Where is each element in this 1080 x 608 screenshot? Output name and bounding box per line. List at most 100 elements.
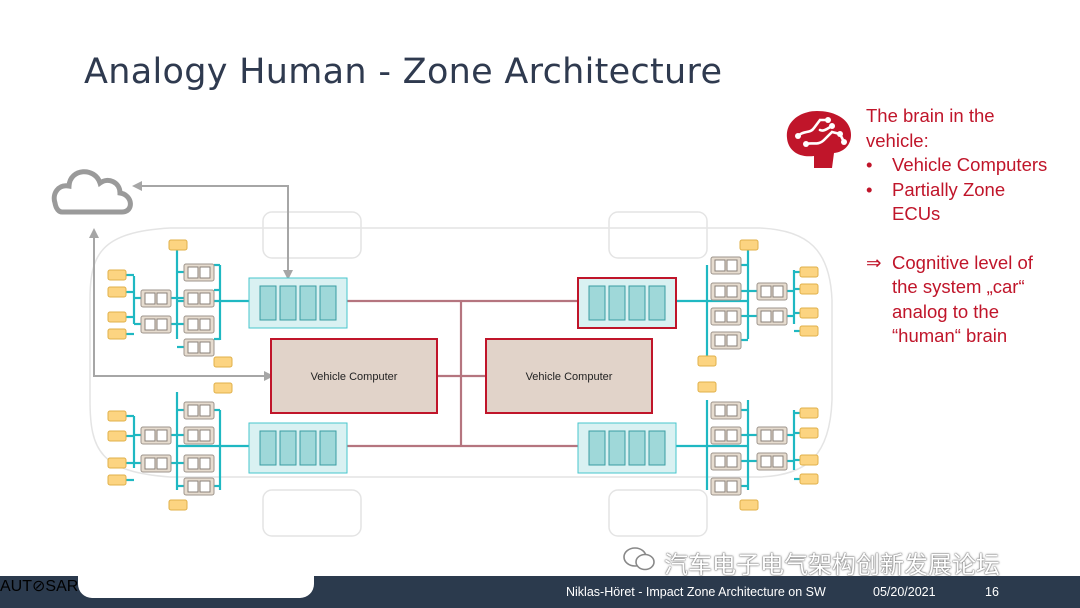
implication-line: Cognitive level of [892,251,1033,273]
sensor [213,356,233,368]
callout-line: vehicle: [866,129,929,151]
sensor [168,239,188,251]
ecu [710,426,742,445]
implication-line: “human“ brain [892,325,1008,346]
zone-module [648,430,666,466]
ecu [710,256,742,275]
ecu [710,282,742,301]
callout-line: The brain in the [866,105,995,126]
sensor [799,266,819,278]
ecu [183,477,215,496]
autosar-logo: AUT⊘SAR [0,578,79,595]
vehicle-computer-label: Vehicle Computer [526,371,613,383]
zone-module [299,430,317,466]
bullet-dot: • [866,178,873,200]
sensor [168,499,188,511]
implies-arrow-icon: ⇒ [866,251,882,273]
ecu [756,426,788,445]
zone-module [608,285,626,321]
cloud-icon [51,169,133,215]
bullet-dot: • [866,154,873,175]
bullet-text: ECUs [892,203,941,224]
ecu [140,315,172,334]
zone-module [588,285,606,321]
zone-module [279,430,297,466]
vehicle-computer-label: Vehicle Computer [311,371,398,383]
implication-line: analog to the [892,300,999,322]
zone-module [299,285,317,321]
vehicle-computer [485,338,653,414]
footer-author-talk: Niklas-Höret - Impact Zone Architecture … [566,585,826,599]
bullet-text: Partially Zone [892,178,1006,200]
ecu [756,452,788,471]
ecu [756,282,788,301]
callout-bullet: • Partially Zone [866,178,1076,203]
sensor [799,307,819,319]
callout-bullet: • Vehicle Computers [866,153,1076,178]
ecu [710,452,742,471]
ecu [710,307,742,326]
ecu [183,315,215,334]
sensor [107,311,127,323]
ecu [756,307,788,326]
connection-arrows [93,185,289,377]
zone-module [628,430,646,466]
zone-module [608,430,626,466]
ecu [183,263,215,282]
sensor [107,328,127,340]
sensor [739,499,759,511]
bullet-text: Vehicle Computers [892,154,1048,175]
ecu [140,289,172,308]
sensor [799,325,819,337]
callout-bullet: ECUs [866,202,1076,227]
ecu [183,401,215,420]
slide-title: Analogy Human - Zone Architecture [84,52,723,92]
sensor [213,382,233,394]
ecu [183,426,215,445]
sensor [107,474,127,486]
zone-module [279,285,297,321]
ecu [183,338,215,357]
zone-module [259,430,277,466]
sensor [799,407,819,419]
footer-bar [0,566,1080,608]
sensor [697,381,717,393]
ecu [140,426,172,445]
brain-icon [786,111,851,168]
implication: ⇒ Cognitive level of the system „car“ an… [866,251,1076,349]
vehicle-computer [270,338,438,414]
ecu [140,454,172,473]
watermark-text: 汽车电子电气架构创新发展论坛 [664,552,1000,579]
zone-module [319,430,337,466]
zone-module [259,285,277,321]
sensor [697,355,717,367]
sensor [107,269,127,281]
sensor [739,239,759,251]
logo-tab [78,566,314,598]
footer-date: 05/20/2021 [873,585,936,599]
zone-module [319,285,337,321]
cloud-to-zone-arrow [140,185,289,272]
zone-module [588,430,606,466]
sensor [799,454,819,466]
sensor [799,427,819,439]
sensor [799,283,819,295]
sensor [107,430,127,442]
brain-callout: The brain in the vehicle: • Vehicle Comp… [866,104,1076,349]
sensor [107,286,127,298]
zone-module [628,285,646,321]
sensor [107,457,127,469]
ecu [183,454,215,473]
sensor [107,410,127,422]
cloud-to-computer-arrow [93,234,268,377]
footer-page-number: 16 [985,585,999,599]
sensor [799,473,819,485]
zone-architecture-diagram: Vehicle Computer Vehicle Computer [51,169,833,537]
zone-module [648,285,666,321]
implication-line: the system „car“ [892,276,1025,297]
ecu [710,401,742,420]
ecu [183,289,215,308]
wechat-icon [623,547,655,571]
ecu [710,331,742,350]
ecu [710,477,742,496]
